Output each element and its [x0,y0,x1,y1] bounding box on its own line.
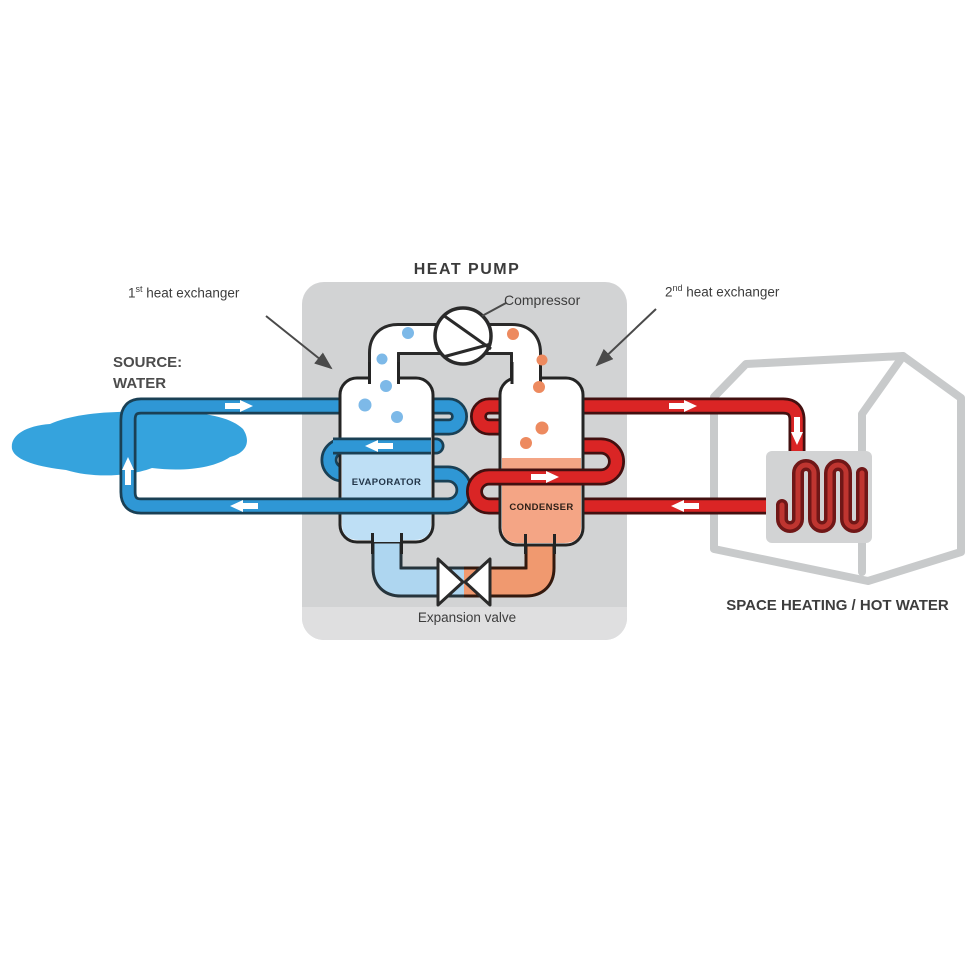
compressor-leader-line [481,302,507,317]
radiator [766,451,872,543]
heat-pump-enclosure-bottom-band [302,607,627,640]
source-line2: WATER [113,375,167,392]
label-leader-lines [265,302,657,370]
source-line1: SOURCE: [113,354,183,371]
label-expansion-valve: Expansion valve [417,610,517,625]
label-compressor: Compressor [504,292,581,308]
expansion-valve-symbol [436,557,492,607]
label-superscript: st [135,284,143,294]
label-text: heat exchanger [142,285,240,301]
label-condenser: CONDENSER [509,502,574,513]
label-text: 2 [665,284,673,300]
label-first-heat-exchanger: 1st heat exchanger [128,284,239,301]
second-heat-exchanger-arrow [595,308,657,367]
vapor-bubbles-cold [358,327,414,423]
compressor-symbol [433,306,493,366]
label-space-heating: SPACE HEATING / HOT WATER [726,597,949,614]
first-heat-exchanger-arrow [265,315,333,370]
label-source-water: SOURCE: WATER [113,352,182,394]
condenser-tank [498,362,585,554]
liquid-refrigerant-pipe-cold [371,536,464,598]
heat-pump-title: HEAT PUMP [413,261,521,278]
label-evaporator: EVAPORATOR [351,477,422,488]
label-second-heat-exchanger: 2nd heat exchanger [665,283,779,300]
vapor-bubbles-hot [507,328,549,449]
label-text: 1 [128,285,136,301]
label-superscript: nd [672,283,683,293]
liquid-refrigerant-pipe-hot [464,536,556,598]
label-text: heat exchanger [682,284,780,300]
